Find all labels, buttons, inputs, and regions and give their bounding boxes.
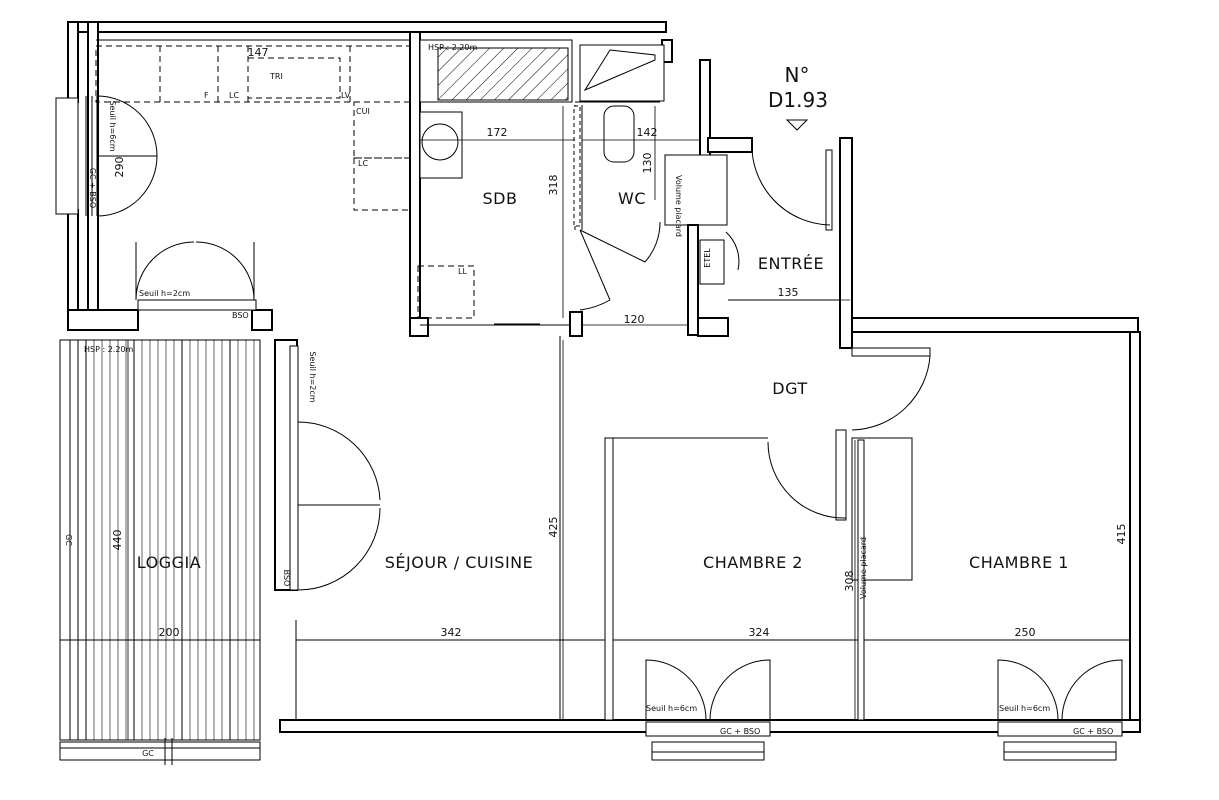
lot-number: D1.93 bbox=[768, 88, 828, 112]
room-wc: WC bbox=[618, 189, 646, 208]
dimension-labels: 172 142 318 130 290 135 120 440 425 415 … bbox=[111, 46, 1128, 639]
gc-bottom-label: GC bbox=[142, 749, 154, 758]
hsp-loggia-label: HSP : 2.20m bbox=[84, 345, 134, 354]
room-entree: ENTRÉE bbox=[758, 254, 824, 273]
dimension-lines bbox=[127, 106, 1131, 740]
kitchen-fixtures bbox=[95, 45, 411, 211]
chambre1-window bbox=[997, 659, 1123, 761]
dim-120: 120 bbox=[624, 313, 645, 326]
dim-425: 425 bbox=[547, 517, 560, 538]
seuil-loggia-top-label: Seuil h=2cm bbox=[139, 289, 190, 298]
seuil-ch1-label: Seuil h=6cm bbox=[999, 704, 1050, 713]
seuil-kitchen-label: Seuil h=6cm bbox=[108, 100, 117, 151]
dim-142: 142 bbox=[637, 126, 658, 139]
seuil-ch2-label: Seuil h=6cm bbox=[646, 704, 697, 713]
entry-door bbox=[751, 119, 833, 231]
seuil-sejour-label: Seuil h=2cm bbox=[308, 351, 317, 402]
volume-placard-ch-label: Volume placard bbox=[859, 537, 868, 599]
room-sejour: SÉJOUR / CUISINE bbox=[385, 553, 534, 572]
dim-324: 324 bbox=[749, 626, 770, 639]
bathroom-fixtures bbox=[417, 39, 665, 325]
dim-318: 318 bbox=[547, 175, 560, 196]
loggia-deck bbox=[59, 339, 261, 765]
dim-440: 440 bbox=[111, 530, 124, 551]
dgt-doors bbox=[767, 347, 931, 521]
lot-prefix: N° bbox=[785, 63, 810, 87]
tri-label: TRI bbox=[269, 72, 283, 81]
ll-label: LL bbox=[458, 267, 467, 276]
dim-415: 415 bbox=[1115, 524, 1128, 545]
gc-bso-ch2-label: GC + BSO bbox=[720, 727, 760, 736]
room-dgt: DGT bbox=[772, 379, 807, 398]
lot-label: N° D1.93 bbox=[768, 63, 828, 112]
kitchen-window bbox=[55, 95, 158, 217]
sdb-wc-door bbox=[573, 105, 661, 311]
dim-172: 172 bbox=[487, 126, 508, 139]
room-labels: SDB WC ENTRÉE DGT LOGGIA SÉJOUR / CUISIN… bbox=[137, 189, 1069, 572]
dim-342: 342 bbox=[441, 626, 462, 639]
f-label: F bbox=[204, 91, 209, 100]
gc-bso-ch1-label: GC + BSO bbox=[1073, 727, 1113, 736]
etel-label: ETEL bbox=[703, 248, 712, 268]
sejour-doors bbox=[289, 345, 381, 591]
etel-door bbox=[699, 231, 740, 285]
lc-label-2: LC bbox=[358, 159, 368, 168]
bso-loggia-top-label: BSO bbox=[232, 311, 249, 320]
room-sdb: SDB bbox=[483, 189, 518, 208]
dim-135: 135 bbox=[778, 286, 799, 299]
dim-290: 290 bbox=[113, 157, 126, 178]
room-loggia: LOGGIA bbox=[137, 553, 201, 572]
gc-bso-kitchen-label: GC + BSO bbox=[88, 168, 97, 208]
bso-sejour-label: BSO bbox=[282, 570, 291, 587]
dim-200: 200 bbox=[159, 626, 180, 639]
gc-left-label: GC bbox=[64, 534, 73, 546]
room-chambre1: CHAMBRE 1 bbox=[969, 553, 1069, 572]
volume-placard-wc-label: Volume placard bbox=[674, 175, 683, 237]
lv-label: LV bbox=[341, 91, 351, 100]
lc-label-1: LC bbox=[229, 91, 239, 100]
chambre2-window bbox=[645, 659, 771, 761]
dim-130: 130 bbox=[641, 153, 654, 174]
hsp-sdb-label: HSP : 2.20m bbox=[428, 43, 478, 52]
cui-label: CUI bbox=[356, 107, 370, 116]
room-chambre2: CHAMBRE 2 bbox=[703, 553, 803, 572]
dim-250: 250 bbox=[1015, 626, 1036, 639]
dim-147: 147 bbox=[248, 46, 269, 59]
annotation-labels: HSP : 2.20m HSP : 2.20m TRI F LC LV CUI … bbox=[64, 43, 1113, 758]
dim-308: 308 bbox=[843, 571, 856, 592]
loggia-doors bbox=[135, 241, 257, 311]
